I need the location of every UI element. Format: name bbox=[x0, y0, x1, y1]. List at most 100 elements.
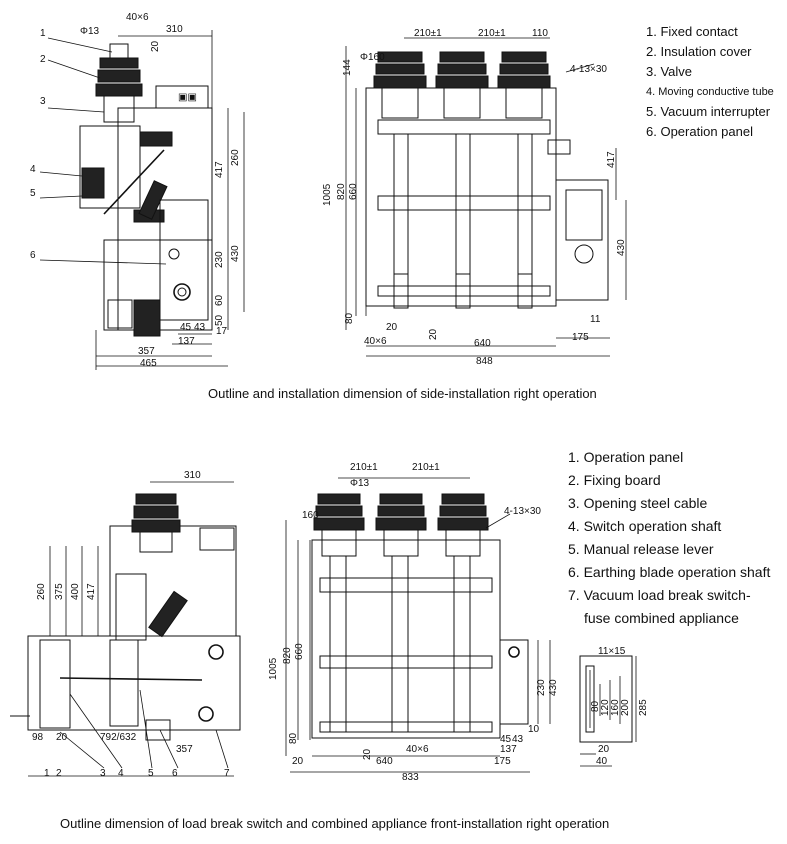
tr-dim-40x6: 40×6 bbox=[364, 336, 387, 347]
tr-dim-417: 417 bbox=[606, 151, 617, 168]
legend-bottom-item: 4. Switch operation shaft bbox=[568, 518, 722, 534]
tl-callout-5: 5 bbox=[30, 188, 36, 199]
tr-phase-c bbox=[497, 51, 551, 309]
legend-top-item: 3. Valve bbox=[646, 64, 693, 79]
bl-callout-7: 7 bbox=[224, 768, 230, 779]
caption-bottom: Outline dimension of load break switch a… bbox=[60, 816, 610, 831]
bl-dim-792-632: 792/632 bbox=[100, 732, 137, 743]
legend-bottom-item: 6. Earthing blade operation shaft bbox=[568, 564, 771, 580]
br-dim-20b: 20 bbox=[362, 748, 373, 760]
tl-dim-20: 20 bbox=[150, 40, 161, 52]
bx-dim-200: 200 bbox=[620, 699, 631, 716]
tl-dim-45: 45 bbox=[180, 322, 192, 333]
tr-dim-4x13x30: 4-13×30 bbox=[570, 64, 607, 75]
legend-bottom-item: 7. Vacuum load break switch- bbox=[568, 587, 751, 603]
br-dim-175: 175 bbox=[494, 756, 511, 767]
br-dim-833: 833 bbox=[402, 772, 419, 783]
legend-bottom: 1. Operation panel 2. Fixing board 3. Op… bbox=[568, 446, 770, 630]
br-dim-210-right: 210±1 bbox=[412, 462, 440, 473]
top-right-front-view: 210±1 210±1 110 Φ160 144 4-13×30 1005 82… bbox=[322, 28, 627, 367]
bl-dim-260: 260 bbox=[36, 583, 47, 600]
caption-top: Outline and installation dimension of si… bbox=[208, 386, 597, 401]
br-dim-230: 230 bbox=[536, 679, 547, 696]
bl-dim-357: 357 bbox=[176, 744, 193, 755]
bl-dim-400: 400 bbox=[70, 583, 81, 600]
tr-dim-848: 848 bbox=[476, 356, 493, 367]
tl-callout-4: 4 bbox=[30, 164, 36, 175]
br-dim-1005: 1005 bbox=[268, 657, 279, 680]
br-dim-210-left: 210±1 bbox=[350, 462, 378, 473]
br-dim-640: 640 bbox=[376, 756, 393, 767]
bl-insulator-top bbox=[131, 493, 181, 553]
bl-dim-20: 20 bbox=[56, 732, 68, 743]
bl-callout-2: 2 bbox=[56, 768, 62, 779]
tl-dim-230: 230 bbox=[214, 251, 225, 268]
tr-dim-110: 110 bbox=[532, 28, 548, 39]
legend-bottom-item: 1. Operation panel bbox=[568, 449, 684, 465]
br-dim-820: 820 bbox=[282, 647, 293, 664]
legend-top-item: 6. Operation panel bbox=[646, 124, 753, 139]
bx-dim-40: 40 bbox=[596, 756, 608, 767]
tr-dim-144: 144 bbox=[342, 59, 353, 76]
tr-dim-210-right: 210±1 bbox=[478, 28, 506, 39]
bx-dim-80: 80 bbox=[590, 700, 601, 712]
tr-dim-430: 430 bbox=[616, 239, 627, 256]
bl-dim-417: 417 bbox=[86, 583, 97, 600]
bl-callout-1: 1 bbox=[44, 768, 50, 779]
tl-callout-2: 2 bbox=[40, 54, 46, 65]
br-dim-80: 80 bbox=[288, 732, 299, 744]
legend-top-item: 5. Vacuum interrupter bbox=[646, 104, 771, 119]
bottom-right-front-view: 210±1 210±1 Φ13 160 4-13×30 1005 820 660… bbox=[268, 462, 559, 783]
tl-dim-310: 310 bbox=[166, 24, 183, 35]
bl-callout-5: 5 bbox=[148, 768, 154, 779]
tl-dim-137: 137 bbox=[178, 336, 195, 347]
tr-dim-phi160: Φ160 bbox=[360, 52, 385, 63]
legend-top: 1. Fixed contact 2. Insulation cover 3. … bbox=[646, 22, 774, 142]
tl-insulator-top bbox=[95, 43, 143, 123]
tl-dim-260: 260 bbox=[230, 149, 241, 166]
tl-dim-357: 357 bbox=[138, 346, 155, 357]
tl-callout-3: 3 bbox=[40, 96, 46, 107]
tr-dim-175: 175 bbox=[572, 332, 589, 343]
tr-dim-660: 660 bbox=[348, 183, 359, 200]
bl-dim-98: 98 bbox=[32, 732, 44, 743]
bx-dim-11x15: 11×15 bbox=[598, 646, 626, 657]
bottom-left-side-view: 310 260 375 400 417 98 20 792/632 357 1 … bbox=[10, 470, 241, 779]
tl-dim-phi13: Φ13 bbox=[80, 26, 100, 37]
tl-callout-6: 6 bbox=[30, 250, 36, 261]
br-dim-160: 160 bbox=[302, 510, 319, 521]
bl-dim-375: 375 bbox=[54, 583, 65, 600]
br-dim-10: 10 bbox=[528, 724, 540, 735]
legend-bottom-item: 5. Manual release lever bbox=[568, 541, 714, 557]
legend-bottom-item: 3. Opening steel cable bbox=[568, 495, 708, 511]
tl-dim-60: 60 bbox=[214, 294, 225, 306]
br-dim-43: 43 bbox=[512, 734, 524, 745]
bl-callout-6: 6 bbox=[172, 768, 178, 779]
br-phase-a bbox=[313, 493, 365, 733]
bx-dim-160: 160 bbox=[610, 699, 621, 716]
br-dim-430: 430 bbox=[548, 679, 559, 696]
legend-bottom-item: 2. Fixing board bbox=[568, 472, 661, 488]
tr-phase-b bbox=[435, 51, 489, 309]
br-phase-b bbox=[375, 493, 427, 733]
br-phase-c bbox=[437, 493, 489, 733]
br-dim-20a: 20 bbox=[292, 756, 304, 767]
tr-dim-1005: 1005 bbox=[322, 183, 333, 206]
br-dim-40x6: 40×6 bbox=[406, 744, 429, 755]
bx-dim-285: 285 bbox=[638, 699, 649, 716]
tr-dim-640: 640 bbox=[474, 338, 491, 349]
legend-top-item: 4. Moving conductive tube bbox=[646, 86, 774, 98]
br-dim-4x13x30: 4-13×30 bbox=[504, 506, 541, 517]
bl-dim-310: 310 bbox=[184, 470, 201, 481]
bl-callout-4: 4 bbox=[118, 768, 124, 779]
br-dim-137: 137 bbox=[500, 744, 517, 755]
bx-dim-20: 20 bbox=[598, 744, 610, 755]
tl-callout-1: 1 bbox=[40, 28, 46, 39]
tr-dim-820: 820 bbox=[336, 183, 347, 200]
svg-text:▣▣: ▣▣ bbox=[178, 92, 197, 103]
bl-callout-3: 3 bbox=[100, 768, 106, 779]
tl-dim-40x6: 40×6 bbox=[126, 12, 149, 23]
tr-dim-11: 11 bbox=[590, 314, 601, 325]
slot-detail-view: 11×15 80 120 160 200 285 20 40 bbox=[579, 646, 649, 767]
